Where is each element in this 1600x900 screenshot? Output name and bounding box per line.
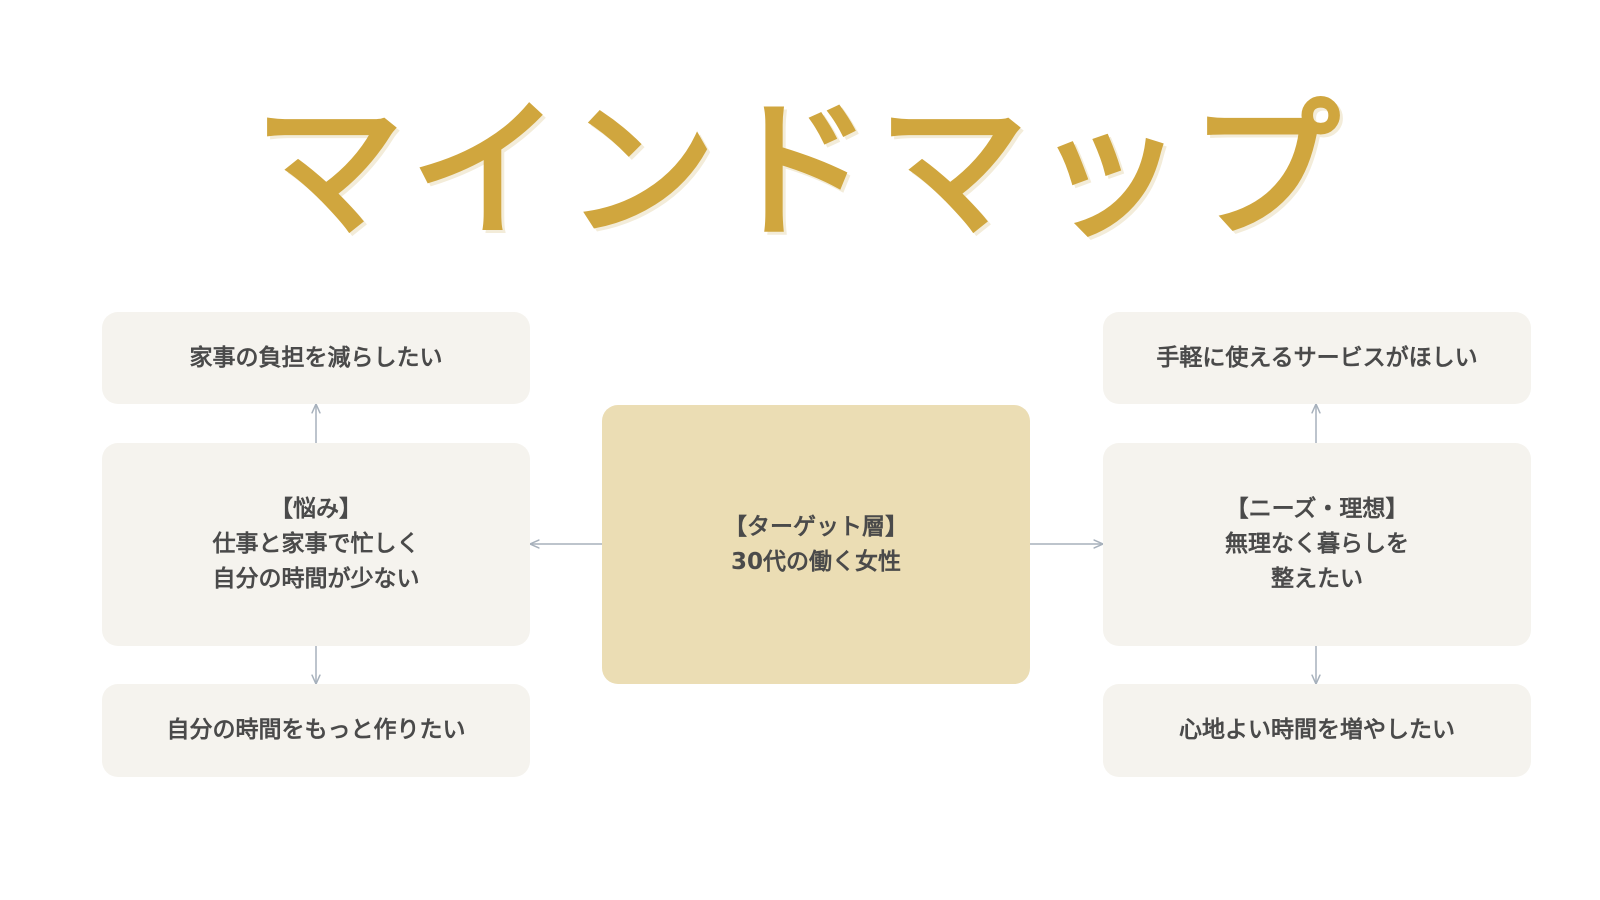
left-main-node-heading: 【悩み】 [270,496,362,522]
left-main-node: 【悩み】 仕事と家事で忙しく 自分の時間が少ない [102,443,530,646]
right-bottom-node: 心地よい時間を増やしたい [1103,684,1531,777]
right-main-node: 【ニーズ・理想】 無理なく暮らしを 整えたい [1103,443,1531,646]
center-node: 【ターゲット層】 30代の働く女性 [602,405,1030,684]
right-top-node-text: 手軽に使えるサービスがほしい [1156,344,1478,371]
right-bottom-node-text: 心地よい時間を増やしたい [1179,717,1455,743]
right-main-node-line2: 整えたい [1271,566,1363,592]
left-bottom-node-text: 自分の時間をもっと作りたい [166,717,466,743]
left-top-node: 家事の負担を減らしたい [102,312,530,404]
right-top-node: 手軽に使えるサービスがほしい [1103,312,1531,404]
page-title: マインドマップ [253,85,1346,259]
left-bottom-node: 自分の時間をもっと作りたい [102,684,530,777]
right-main-node-line1: 無理なく暮らしを [1225,531,1409,557]
center-node-text: 30代の働く女性 [730,548,901,575]
right-main-node-heading: 【ニーズ・理想】 [1225,496,1409,522]
left-top-node-text: 家事の負担を減らしたい [189,344,443,371]
center-node-heading: 【ターゲット層】 [724,513,908,540]
left-main-node-line2: 自分の時間が少ない [212,566,420,592]
left-main-node-line1: 仕事と家事で忙しく [212,531,420,557]
